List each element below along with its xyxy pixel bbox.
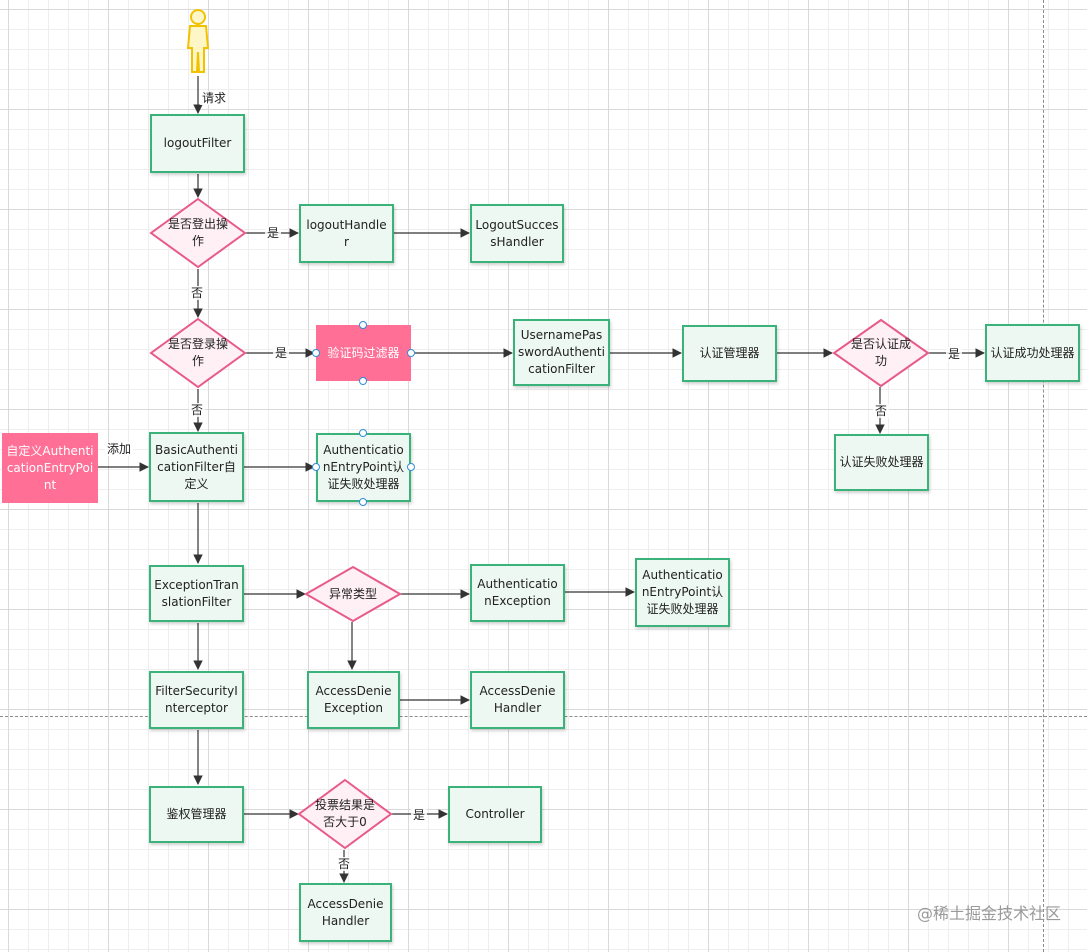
- node-basic-auth-filter[interactable]: BasicAuthenticationFilter自定义: [149, 432, 244, 502]
- connect-handle-left[interactable]: [312, 463, 320, 471]
- node-access-denied-handler-2[interactable]: AccessDenieHandler: [299, 883, 392, 942]
- decision-is-login-text: 是否登录操作: [168, 337, 229, 368]
- node-auth-manager[interactable]: 认证管理器: [682, 325, 777, 382]
- node-access-denied-handler-1[interactable]: AccessDenieHandler: [470, 671, 565, 729]
- page-break-vertical: [1043, 0, 1044, 952]
- decision-exception-type-text: 异常类型: [328, 586, 377, 601]
- label-request: 请求: [200, 91, 229, 105]
- watermark: @稀土掘金技术社区: [916, 904, 1061, 923]
- decision-is-login[interactable]: 是否登录操作: [149, 317, 247, 389]
- label-no-login: 否: [189, 403, 206, 417]
- node-entry-point-fail-handler-2[interactable]: AuthenticationEntryPoint认证失败处理器: [635, 558, 730, 627]
- node-controller[interactable]: Controller: [448, 786, 542, 843]
- decision-is-auth-success-text: 是否认证成功: [851, 337, 912, 368]
- decision-is-logout-text: 是否登出操作: [168, 217, 229, 248]
- node-access-denied-exception[interactable]: AccessDenieException: [307, 671, 400, 729]
- decision-vote-result[interactable]: 投票结果是否大于0: [297, 778, 393, 850]
- label-no-auth: 否: [873, 404, 890, 418]
- node-auth-success-handler[interactable]: 认证成功处理器: [985, 324, 1080, 382]
- node-auth-fail-handler[interactable]: 认证失败处理器: [834, 434, 929, 491]
- user-actor-icon: [186, 9, 210, 73]
- decision-vote-result-text: 投票结果是否大于0: [314, 798, 375, 829]
- node-username-password-filter[interactable]: UsernamePasswordAuthenticationFilter: [513, 319, 610, 386]
- decision-exception-type[interactable]: 异常类型: [303, 565, 403, 623]
- label-yes-logout: 是: [265, 226, 282, 240]
- connect-handle-top[interactable]: [359, 429, 367, 437]
- label-add: 添加: [105, 442, 134, 456]
- resize-handle-bottom[interactable]: [359, 377, 367, 385]
- resize-handle-left[interactable]: [312, 349, 320, 357]
- node-filter-security-interceptor[interactable]: FilterSecurityInterceptor: [149, 671, 244, 729]
- label-yes-auth: 是: [946, 347, 963, 361]
- node-captcha-filter[interactable]: 验证码过滤器: [316, 325, 411, 381]
- node-entry-point-fail-handler-1[interactable]: AuthenticationEntryPoint认证失败处理器: [316, 433, 411, 502]
- label-no-vote: 否: [336, 857, 353, 871]
- label-yes-login: 是: [273, 346, 290, 360]
- connect-handle-right[interactable]: [407, 463, 415, 471]
- label-no-logout: 否: [189, 286, 206, 300]
- node-authorization-manager[interactable]: 鉴权管理器: [149, 786, 244, 843]
- resize-handle-top[interactable]: [359, 321, 367, 329]
- node-logout-handler[interactable]: logoutHandler: [299, 204, 394, 263]
- node-logout-filter[interactable]: logoutFilter: [150, 114, 245, 173]
- node-authentication-exception[interactable]: AuthenticationException: [470, 564, 565, 622]
- node-exception-translation-filter[interactable]: ExceptionTranslationFilter: [149, 565, 244, 622]
- node-logout-success-handler[interactable]: LogoutSuccessHandler: [470, 204, 564, 263]
- resize-handle-right[interactable]: [407, 349, 415, 357]
- connect-handle-bottom[interactable]: [359, 498, 367, 506]
- decision-is-auth-success[interactable]: 是否认证成功: [832, 318, 930, 388]
- node-custom-entry-point[interactable]: 自定义AuthenticationEntryPoint: [2, 433, 98, 503]
- label-yes-vote: 是: [411, 808, 428, 822]
- decision-is-logout[interactable]: 是否登出操作: [149, 197, 247, 269]
